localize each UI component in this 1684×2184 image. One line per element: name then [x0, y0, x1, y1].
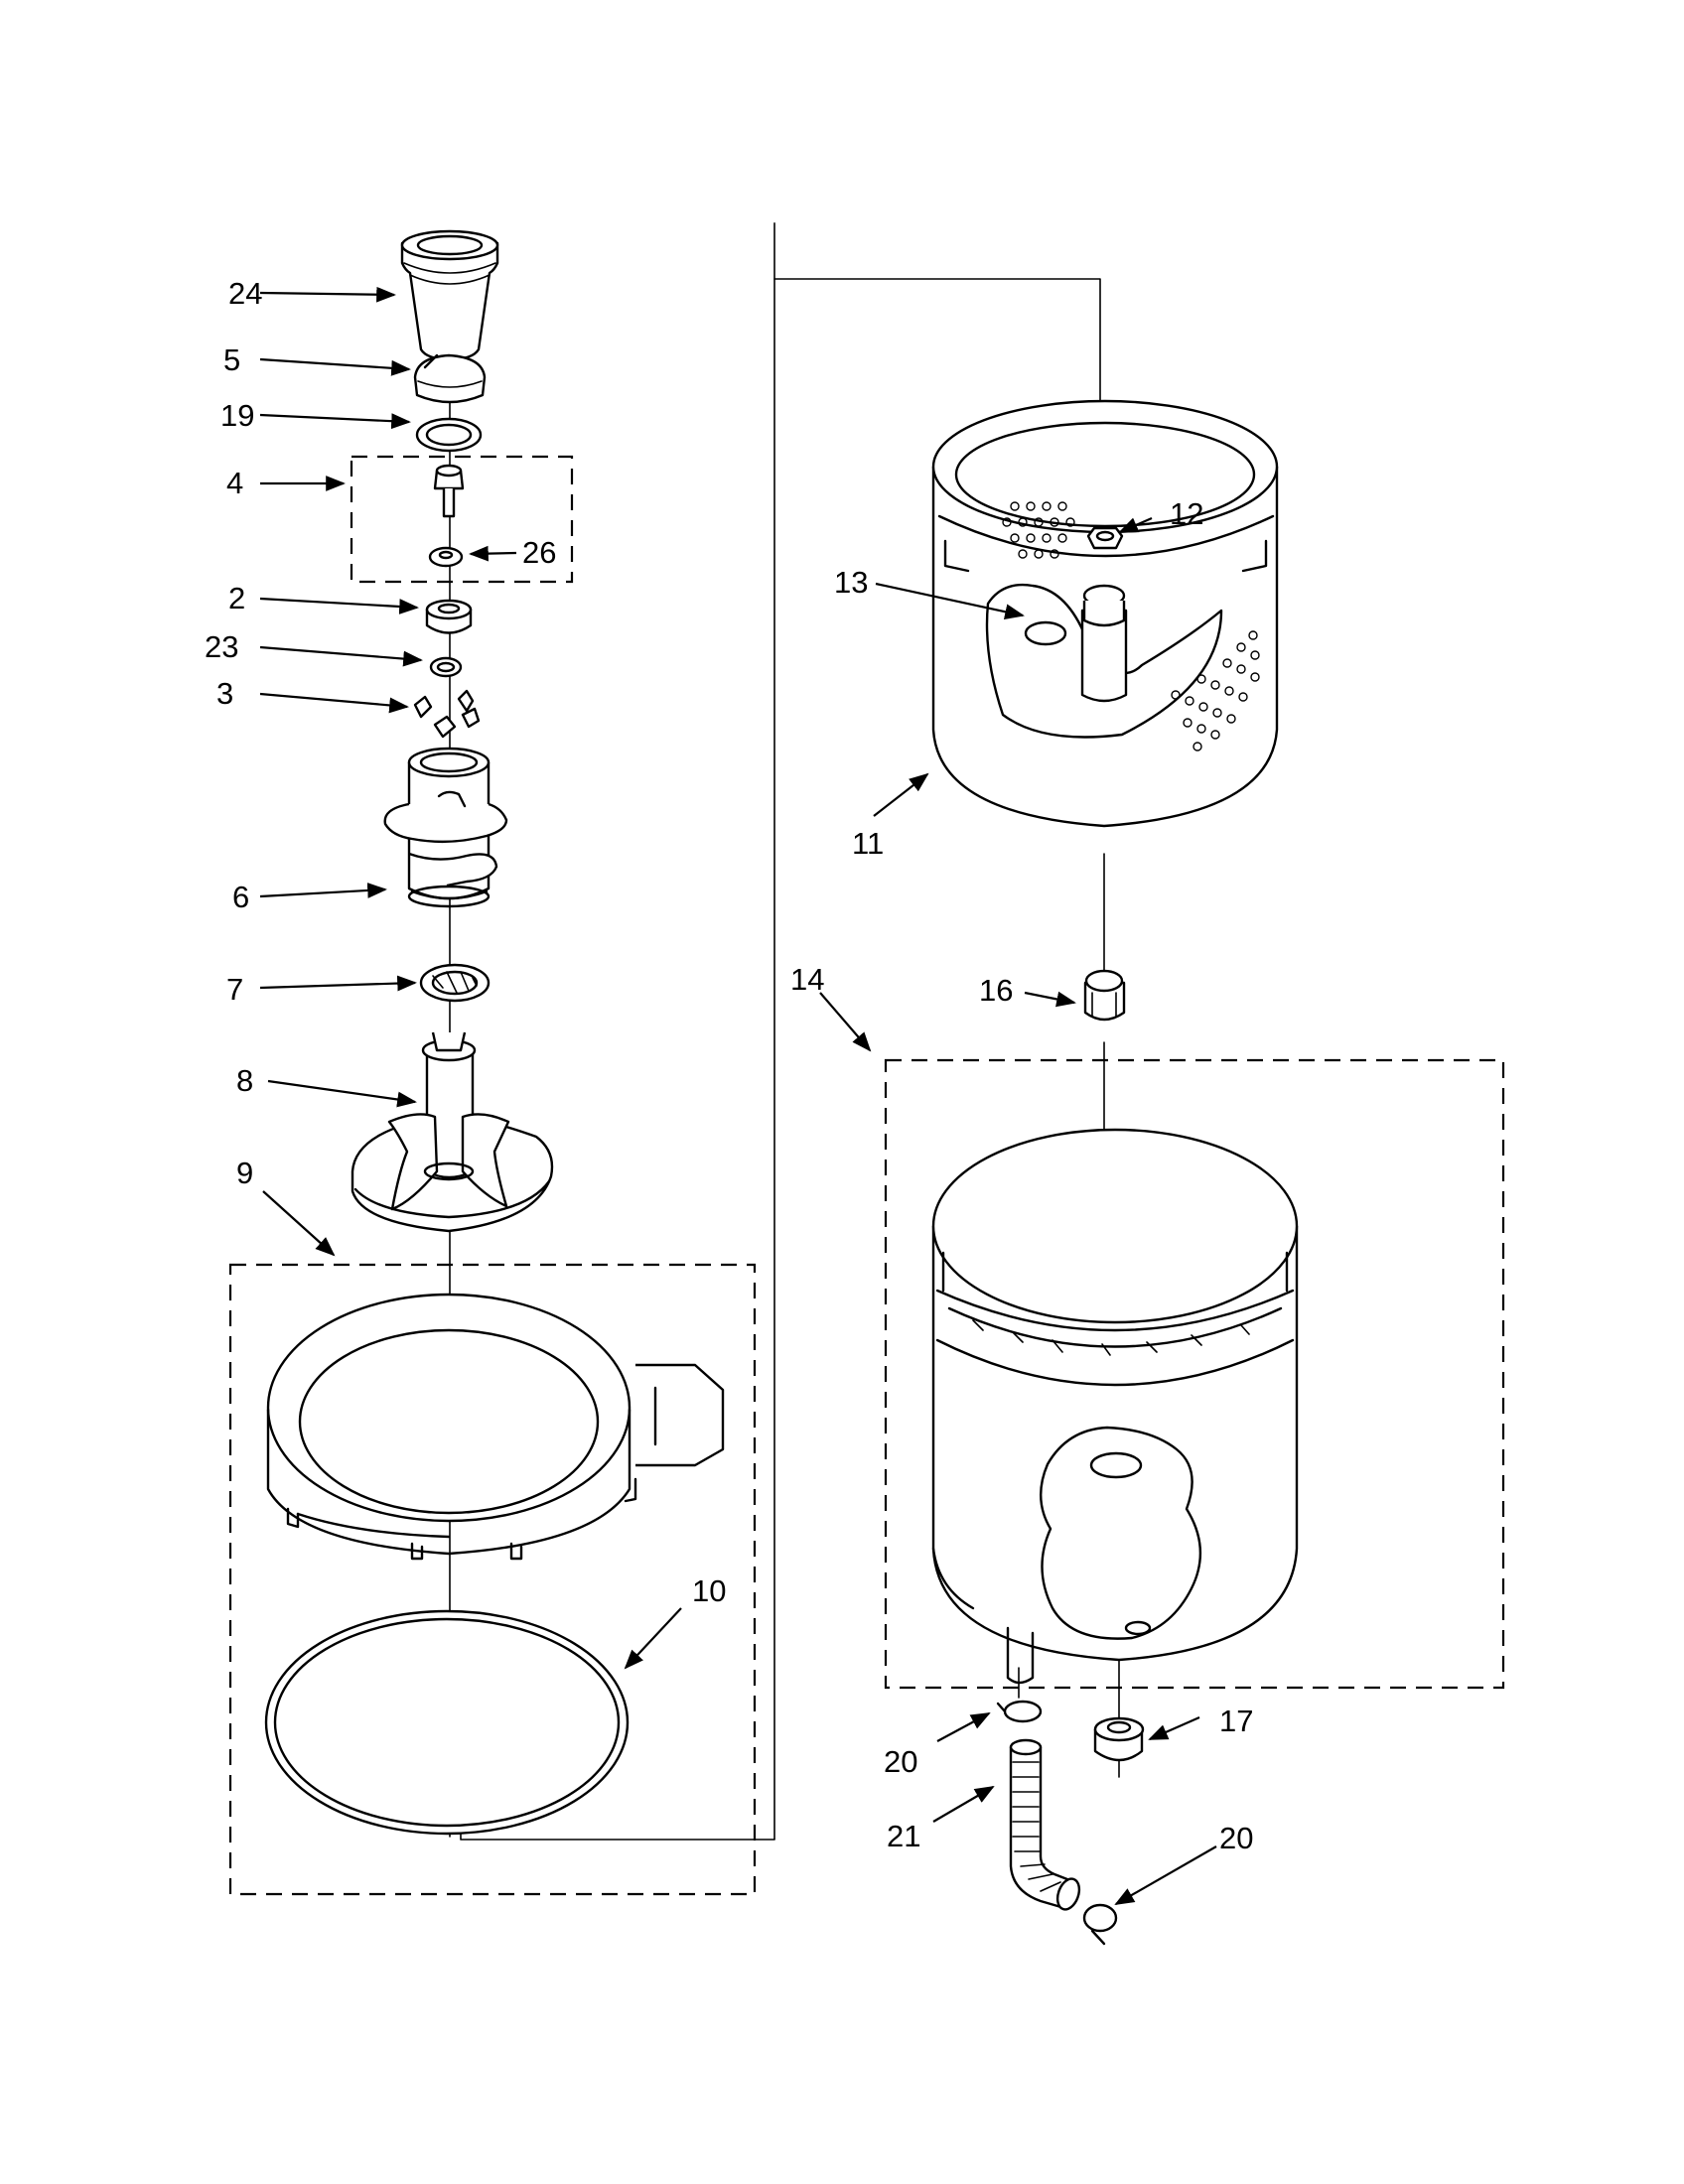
arrow-icon [873, 772, 929, 817]
callout-14: 14 [790, 962, 824, 997]
arrow-icon [267, 1079, 417, 1108]
part-20-clamp-lower[interactable] [1082, 1903, 1118, 1946]
arrow-icon [259, 883, 387, 898]
arrow-icon [1114, 1845, 1217, 1905]
callout-19: 19 [220, 398, 254, 433]
callout-24: 24 [228, 276, 262, 311]
assembly-box-4 [350, 455, 574, 584]
assembly-box-14 [884, 1058, 1505, 1690]
part-8-agitator-base[interactable] [351, 1031, 554, 1233]
part-11-spin-basket[interactable] [931, 399, 1279, 828]
callout-5: 5 [223, 342, 240, 377]
basket-perforations [1002, 501, 1260, 751]
part-5-cap[interactable] [413, 353, 487, 404]
arrow-icon [259, 357, 411, 376]
assembly-box-9 [228, 1263, 757, 1896]
part-2-nut[interactable] [425, 599, 473, 634]
callout-20-upper: 20 [884, 1744, 917, 1779]
callout-13: 13 [834, 565, 868, 600]
part-26-washer[interactable] [428, 546, 464, 568]
callout-8: 8 [236, 1063, 253, 1098]
callout-labels: 24 5 19 4 26 2 23 3 6 7 8 9 10 11 12 13 … [205, 276, 1253, 1855]
callout-2: 2 [228, 581, 245, 615]
part-17-fitting[interactable] [1093, 1716, 1145, 1762]
part-14-outer-tub[interactable] [931, 1128, 1299, 1685]
arrow-icon [1024, 991, 1076, 1008]
part-19-seal-ring[interactable] [415, 417, 483, 453]
arrow-icon [259, 597, 419, 614]
part-10-gasket-ring[interactable] [264, 1609, 630, 1836]
callout-3: 3 [216, 676, 233, 711]
callout-16: 16 [979, 973, 1013, 1008]
arrow-icon [936, 1712, 991, 1742]
part-21-drain-hose[interactable] [1009, 1738, 1083, 1912]
part-12-basket-nut[interactable] [1086, 526, 1124, 550]
callout-12: 12 [1170, 496, 1203, 531]
arrow-icon [262, 1190, 336, 1257]
arrow-icon [469, 545, 517, 562]
callout-7: 7 [226, 972, 243, 1007]
part-7-bearing[interactable] [419, 963, 491, 1003]
arrow-icon [819, 992, 872, 1052]
arrow-icon [932, 1786, 995, 1823]
arrow-icon [1148, 1715, 1200, 1741]
callout-23: 23 [205, 629, 238, 664]
callout-21: 21 [887, 1819, 920, 1853]
callout-9: 9 [236, 1156, 253, 1190]
callout-11: 11 [852, 826, 884, 861]
callout-20-lower: 20 [1219, 1821, 1253, 1855]
callout-10: 10 [692, 1573, 726, 1608]
part-6-agitator-auger[interactable] [383, 747, 508, 908]
part-24-dispenser-cup[interactable] [400, 229, 499, 361]
part-9-clamp-ring[interactable] [266, 1293, 725, 1561]
arrow-icon [875, 582, 1025, 619]
arrow-icon [259, 645, 423, 667]
arrow-icon [624, 1607, 682, 1670]
part-3-clips[interactable] [413, 689, 481, 739]
callout-4: 4 [226, 466, 243, 500]
leader-arrows [259, 286, 1217, 1905]
callout-26: 26 [522, 535, 556, 570]
arrow-icon [259, 413, 411, 430]
arrow-icon [259, 975, 417, 992]
arrow-icon [1118, 516, 1153, 534]
part-16-drive-block[interactable] [1083, 969, 1126, 1022]
arrow-icon [259, 692, 409, 714]
part-23-ring[interactable] [429, 656, 463, 678]
part-4-bolt[interactable] [433, 464, 465, 518]
part-20-clamp-upper[interactable] [996, 1700, 1043, 1723]
callout-6: 6 [232, 880, 249, 914]
callout-17: 17 [1219, 1704, 1253, 1738]
arrow-icon [259, 286, 396, 303]
